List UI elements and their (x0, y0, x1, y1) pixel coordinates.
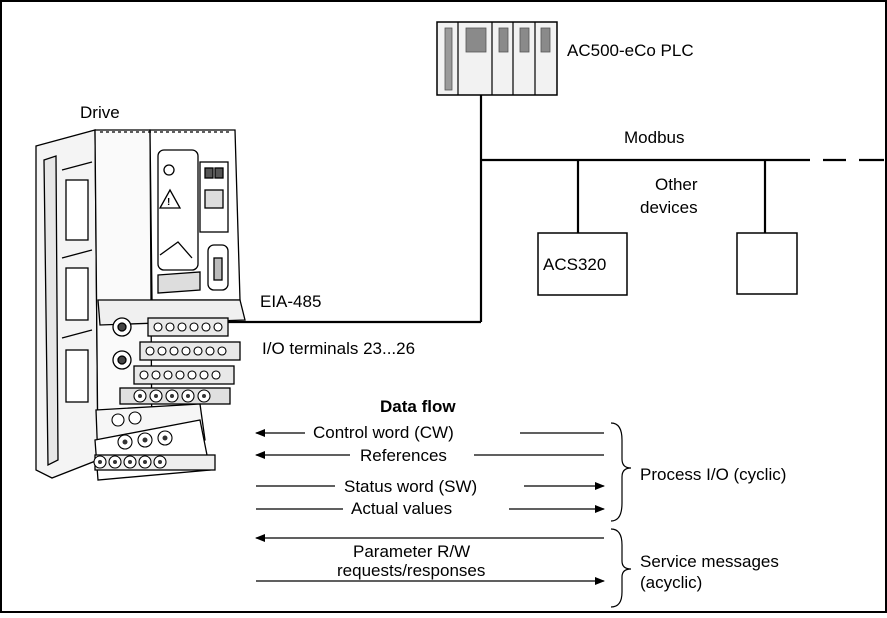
plc-icon (436, 21, 558, 96)
acs320-label: ACS320 (543, 255, 606, 274)
drive-label: Drive (80, 103, 120, 122)
process-io-label: Process I/O (cyclic) (640, 465, 786, 484)
other-devices-label-1: Other (655, 175, 698, 194)
eia485-label: EIA-485 (260, 292, 321, 311)
svg-text:!: ! (167, 197, 170, 208)
other-device-box (736, 232, 798, 295)
plc-label: AC500-eCo PLC (567, 41, 694, 60)
process-io-brace (610, 422, 632, 522)
param-label-1: Parameter R/W (353, 542, 470, 561)
modbus-network (228, 95, 884, 324)
drive-terminal-screw-centers (98, 394, 206, 464)
control-word-label: Control word (CW) (313, 423, 454, 442)
dataflow-title: Data flow (380, 397, 456, 416)
service-messages-label-2: (acyclic) (640, 573, 702, 592)
status-word-label: Status word (SW) (344, 477, 477, 496)
drive-illustration: ! (35, 129, 246, 481)
other-devices-label-2: devices (640, 198, 698, 217)
dataflow-lines (255, 429, 605, 585)
modbus-label: Modbus (624, 128, 684, 147)
param-label-2: requests/responses (337, 561, 485, 580)
io-terminals-label: I/O terminals 23...26 (262, 339, 415, 358)
actual-values-label: Actual values (351, 499, 452, 518)
acs320-device-box (537, 232, 628, 296)
service-messages-label-1: Service messages (640, 552, 779, 571)
service-messages-brace (610, 528, 632, 608)
references-label: References (360, 446, 447, 465)
